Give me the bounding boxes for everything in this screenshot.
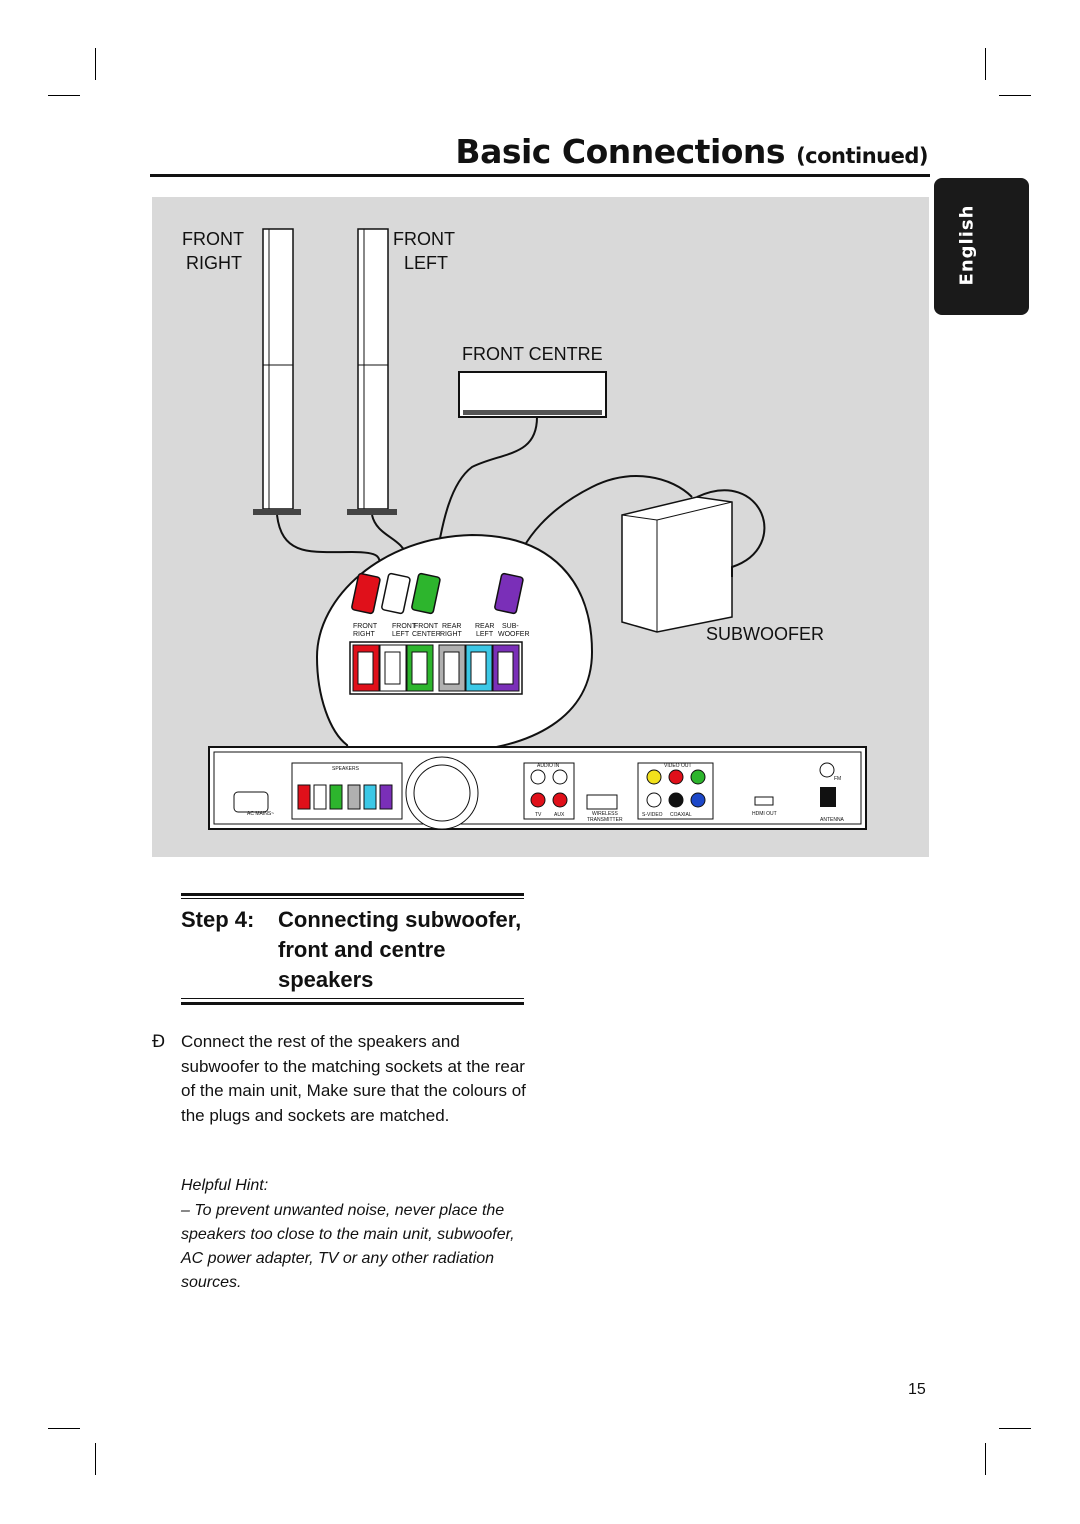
language-tab-label-wrap: English (947, 195, 987, 295)
language-tab (934, 178, 1029, 315)
crop-mark (999, 95, 1031, 96)
hint-text: – To prevent unwanted noise, never place… (181, 1202, 515, 1291)
main-unit-rear-panel (208, 746, 867, 830)
label-subwoofer: SUBWOOFER (706, 624, 825, 644)
page-title-main: Basic Connections (455, 132, 786, 171)
title-rule (150, 174, 930, 177)
socket-label-front-right: FRONT (353, 623, 378, 630)
svg-text:WIRELESS: WIRELESS (592, 811, 619, 817)
crop-mark (48, 1428, 80, 1429)
page-number: 15 (908, 1381, 926, 1398)
socket-strip (349, 641, 523, 695)
label-front-left-2: LEFT (404, 253, 449, 273)
svg-text:AUX: AUX (554, 812, 565, 818)
svg-text:AUDIO IN: AUDIO IN (537, 763, 560, 769)
socket-label-rear-right: REAR (442, 623, 461, 630)
page-title-suffix: (continued) (796, 144, 928, 168)
label-front-centre: FRONT CENTRE (462, 344, 603, 364)
bullet-marker: Ð (152, 1032, 166, 1052)
speaker-plugs (351, 572, 524, 615)
front-left-speaker (347, 228, 397, 515)
svg-text:RIGHT: RIGHT (353, 631, 376, 638)
socket-label-subwoofer: SUB- (502, 623, 519, 630)
crop-mark (985, 1443, 986, 1475)
socket-label-front-center: FRONT (414, 623, 439, 630)
step-heading-line2: front and centre (278, 937, 446, 962)
step-number: Step 4: (181, 907, 255, 932)
panel-labels: SPEAKERS AUDIO IN VIDEO OUT TV AUX WIREL… (247, 763, 845, 823)
svg-text:HDMI OUT: HDMI OUT (752, 811, 777, 817)
front-centre-speaker (458, 371, 607, 418)
step-heading-line1: Connecting subwoofer, (278, 907, 522, 932)
label-front-left-1: FRONT (393, 229, 455, 249)
front-right-speaker (253, 228, 301, 515)
crop-mark (985, 48, 986, 80)
crop-mark (999, 1428, 1031, 1429)
subwoofer-box (621, 496, 733, 633)
step-rule-top-thin (181, 898, 524, 899)
svg-text:LEFT: LEFT (476, 631, 494, 638)
svg-text:CENTER: CENTER (412, 631, 441, 638)
svg-text:LEFT: LEFT (392, 631, 410, 638)
svg-text:COAXIAL: COAXIAL (670, 812, 692, 818)
hint-title: Helpful Hint: (181, 1177, 269, 1194)
svg-text:WOOFER: WOOFER (498, 631, 530, 638)
step-rule-top (181, 893, 524, 896)
step-rule-bottom (181, 1002, 524, 1005)
crop-mark (48, 95, 80, 96)
page-title: Basic Connections (continued) (455, 132, 928, 171)
crop-mark (95, 1443, 96, 1475)
instruction-text: Connect the rest of the speakers and sub… (181, 1032, 526, 1125)
svg-text:AC MAINS~: AC MAINS~ (247, 811, 274, 817)
socket-label-rear-left: REAR (475, 623, 494, 630)
svg-text:SPEAKERS: SPEAKERS (332, 766, 360, 772)
language-tab-label: English (956, 204, 978, 286)
svg-text:VIDEO OUT: VIDEO OUT (664, 763, 692, 769)
step-heading: Step 4: Connecting subwoofer, front and c… (181, 905, 541, 995)
svg-text:TRANSMITTER: TRANSMITTER (587, 817, 623, 823)
label-front-right-1: FRONT (182, 229, 244, 249)
label-front-right-2: RIGHT (186, 253, 242, 273)
svg-text:FM: FM (834, 776, 841, 782)
svg-text:RIGHT: RIGHT (440, 631, 463, 638)
socket-label-front-left: FRONT (392, 623, 417, 630)
svg-text:ANTENNA: ANTENNA (820, 817, 845, 823)
step-rule-bottom-thin (181, 998, 524, 999)
svg-text:S-VIDEO: S-VIDEO (642, 812, 663, 818)
svg-text:TV: TV (535, 812, 542, 818)
crop-mark (95, 48, 96, 80)
step-heading-line3: speakers (278, 967, 374, 992)
